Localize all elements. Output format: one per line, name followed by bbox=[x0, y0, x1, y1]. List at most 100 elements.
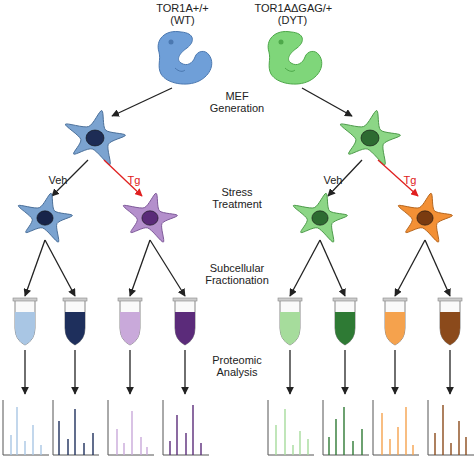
spectrum-peak bbox=[450, 443, 451, 455]
spectrum-peak bbox=[131, 411, 132, 455]
flow-arrow bbox=[112, 88, 172, 116]
embryo-eye bbox=[279, 40, 284, 45]
spectrum-axes bbox=[323, 400, 369, 455]
flow-arrow bbox=[394, 350, 395, 394]
cell-nucleus bbox=[361, 130, 379, 146]
spectrum-peak bbox=[361, 429, 362, 455]
spectrum-peak bbox=[328, 437, 329, 455]
sample-tube bbox=[383, 298, 407, 345]
spectrum-peak bbox=[92, 433, 93, 455]
tube-outline bbox=[65, 300, 85, 345]
spectrum-peak bbox=[74, 409, 75, 455]
spectrum-peak bbox=[123, 443, 124, 455]
tube-rim bbox=[63, 298, 87, 301]
spectrum-peak bbox=[24, 441, 25, 455]
spectrum-axes bbox=[428, 400, 474, 455]
fibroblast-cell bbox=[123, 193, 177, 242]
spectrum-peak bbox=[169, 441, 170, 455]
spectrum-axes bbox=[53, 400, 99, 455]
tube-outline bbox=[335, 300, 355, 345]
spectrum-peak bbox=[442, 405, 443, 455]
spectrum-peak bbox=[397, 427, 398, 455]
flow-arrow bbox=[395, 240, 425, 296]
tube-outline bbox=[175, 300, 195, 345]
spectrum-peak bbox=[458, 421, 459, 455]
sample-tube bbox=[118, 298, 142, 345]
mass-spectrum bbox=[53, 400, 99, 455]
spectrum-peak bbox=[192, 405, 193, 455]
stage-label: MEF Generation bbox=[202, 90, 272, 114]
spectrum-peak bbox=[465, 437, 466, 455]
mass-spectrum bbox=[428, 400, 474, 455]
genotype-label: TOR1A+/+ (WT) bbox=[152, 2, 214, 26]
spectrum-axes bbox=[268, 400, 314, 455]
tube-outline bbox=[385, 300, 405, 345]
flow-arrow bbox=[150, 240, 185, 296]
spectrum-peak bbox=[176, 415, 177, 455]
spectrum-peak bbox=[200, 443, 201, 455]
tube-liquid bbox=[440, 312, 460, 345]
spectrum-peak bbox=[16, 407, 17, 455]
embryo-limb bbox=[175, 68, 185, 71]
fibroblast-cell bbox=[398, 193, 452, 242]
tube-outline bbox=[440, 300, 460, 345]
tube-liquid bbox=[175, 312, 195, 345]
flow-arrow bbox=[344, 350, 345, 394]
flow-arrow bbox=[184, 350, 185, 394]
stage-label: Proteomic Analysis bbox=[202, 354, 272, 378]
spectrum-peak bbox=[67, 439, 68, 455]
spectrum-peak bbox=[185, 433, 186, 455]
tube-rim bbox=[13, 298, 37, 301]
spectrum-axes bbox=[373, 400, 419, 455]
sample-tube bbox=[13, 298, 37, 345]
spectrum-peak bbox=[352, 441, 353, 455]
tube-outline bbox=[280, 300, 300, 345]
mass-spectrum bbox=[323, 400, 369, 455]
tube-liquid bbox=[335, 312, 355, 345]
spectrum-axes bbox=[163, 400, 209, 455]
cell-nucleus bbox=[417, 211, 433, 225]
spectrum-peak bbox=[40, 445, 41, 455]
fibroblast-cell bbox=[340, 111, 400, 165]
cell-body bbox=[123, 193, 177, 242]
flow-arrow bbox=[129, 350, 130, 394]
spectrum-peak bbox=[434, 433, 435, 455]
embryo-group: TOR1A+/+ (WT) bbox=[135, 2, 230, 88]
tube-outline bbox=[120, 300, 140, 345]
sample-tube bbox=[173, 298, 197, 345]
flow-arrow bbox=[74, 350, 75, 394]
cell-nucleus bbox=[86, 130, 104, 146]
flow-arrow bbox=[425, 240, 450, 296]
spectrum-peak bbox=[146, 447, 147, 455]
cell-body bbox=[340, 111, 400, 165]
spectrum-peak bbox=[83, 443, 84, 455]
cell-nucleus bbox=[37, 211, 53, 225]
spectrum-peak bbox=[284, 409, 285, 455]
cell-nucleus bbox=[312, 211, 328, 225]
spectrum-peak bbox=[412, 445, 413, 455]
fibroblast-cell bbox=[65, 111, 125, 165]
tube-rim bbox=[383, 298, 407, 301]
tube-liquid bbox=[120, 312, 140, 345]
treatment-label: Veh bbox=[43, 174, 73, 186]
tube-rim bbox=[333, 298, 357, 301]
embryo-limb bbox=[285, 68, 295, 71]
spectrum-peak bbox=[381, 413, 382, 455]
fibroblast-cell bbox=[293, 193, 347, 242]
flow-arrow bbox=[449, 350, 450, 394]
flow-arrow bbox=[24, 350, 25, 394]
mass-spectrum bbox=[108, 400, 154, 455]
stage-label: Stress Treatment bbox=[202, 186, 272, 210]
spectrum-peak bbox=[299, 431, 300, 455]
sample-tube bbox=[63, 298, 87, 345]
mass-spectrum bbox=[3, 400, 49, 455]
treatment-label: Tg bbox=[395, 174, 425, 186]
spectrum-peak bbox=[307, 439, 308, 455]
flow-arrow bbox=[320, 240, 345, 296]
fibroblast-cell bbox=[18, 193, 72, 242]
treatment-label: Veh bbox=[318, 174, 348, 186]
spectrum-peak bbox=[292, 445, 293, 455]
tube-rim bbox=[278, 298, 302, 301]
tube-rim bbox=[438, 298, 462, 301]
